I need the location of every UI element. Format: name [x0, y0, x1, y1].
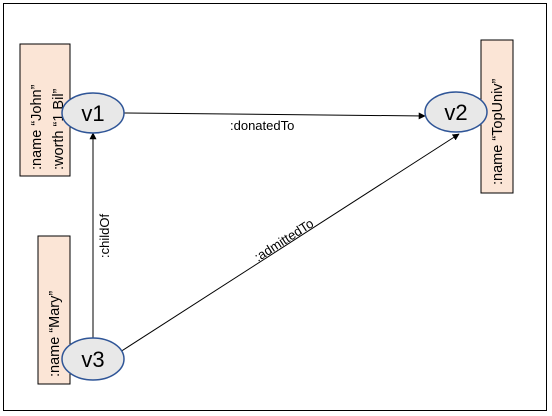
edge-donated-to — [123, 112, 426, 120]
node-v1-label: v1 — [81, 101, 104, 126]
property-v1-name: :name “John” — [29, 84, 45, 170]
property-v2-name: :name “TopUniv” — [490, 78, 506, 185]
node-v2: v2 — [424, 91, 488, 133]
property-v3-name: :name “Mary” — [47, 291, 63, 377]
property-v1-worth: :worth “1 Bil” — [51, 88, 67, 170]
edge-label-donated-to: :donatedTo — [230, 118, 294, 133]
node-v2-label: v2 — [444, 100, 467, 125]
diagram-frame — [3, 3, 547, 411]
node-v1: v1 — [61, 92, 125, 134]
edge-label-admitted-to: :admittedTo — [252, 216, 317, 265]
edge-label-child-of: :childOf — [97, 214, 112, 258]
node-v3-label: v3 — [81, 347, 104, 372]
edge-admitted-to — [119, 133, 460, 353]
node-v3: v3 — [61, 337, 125, 381]
property-box-v2: :name “TopUniv” — [480, 39, 514, 194]
